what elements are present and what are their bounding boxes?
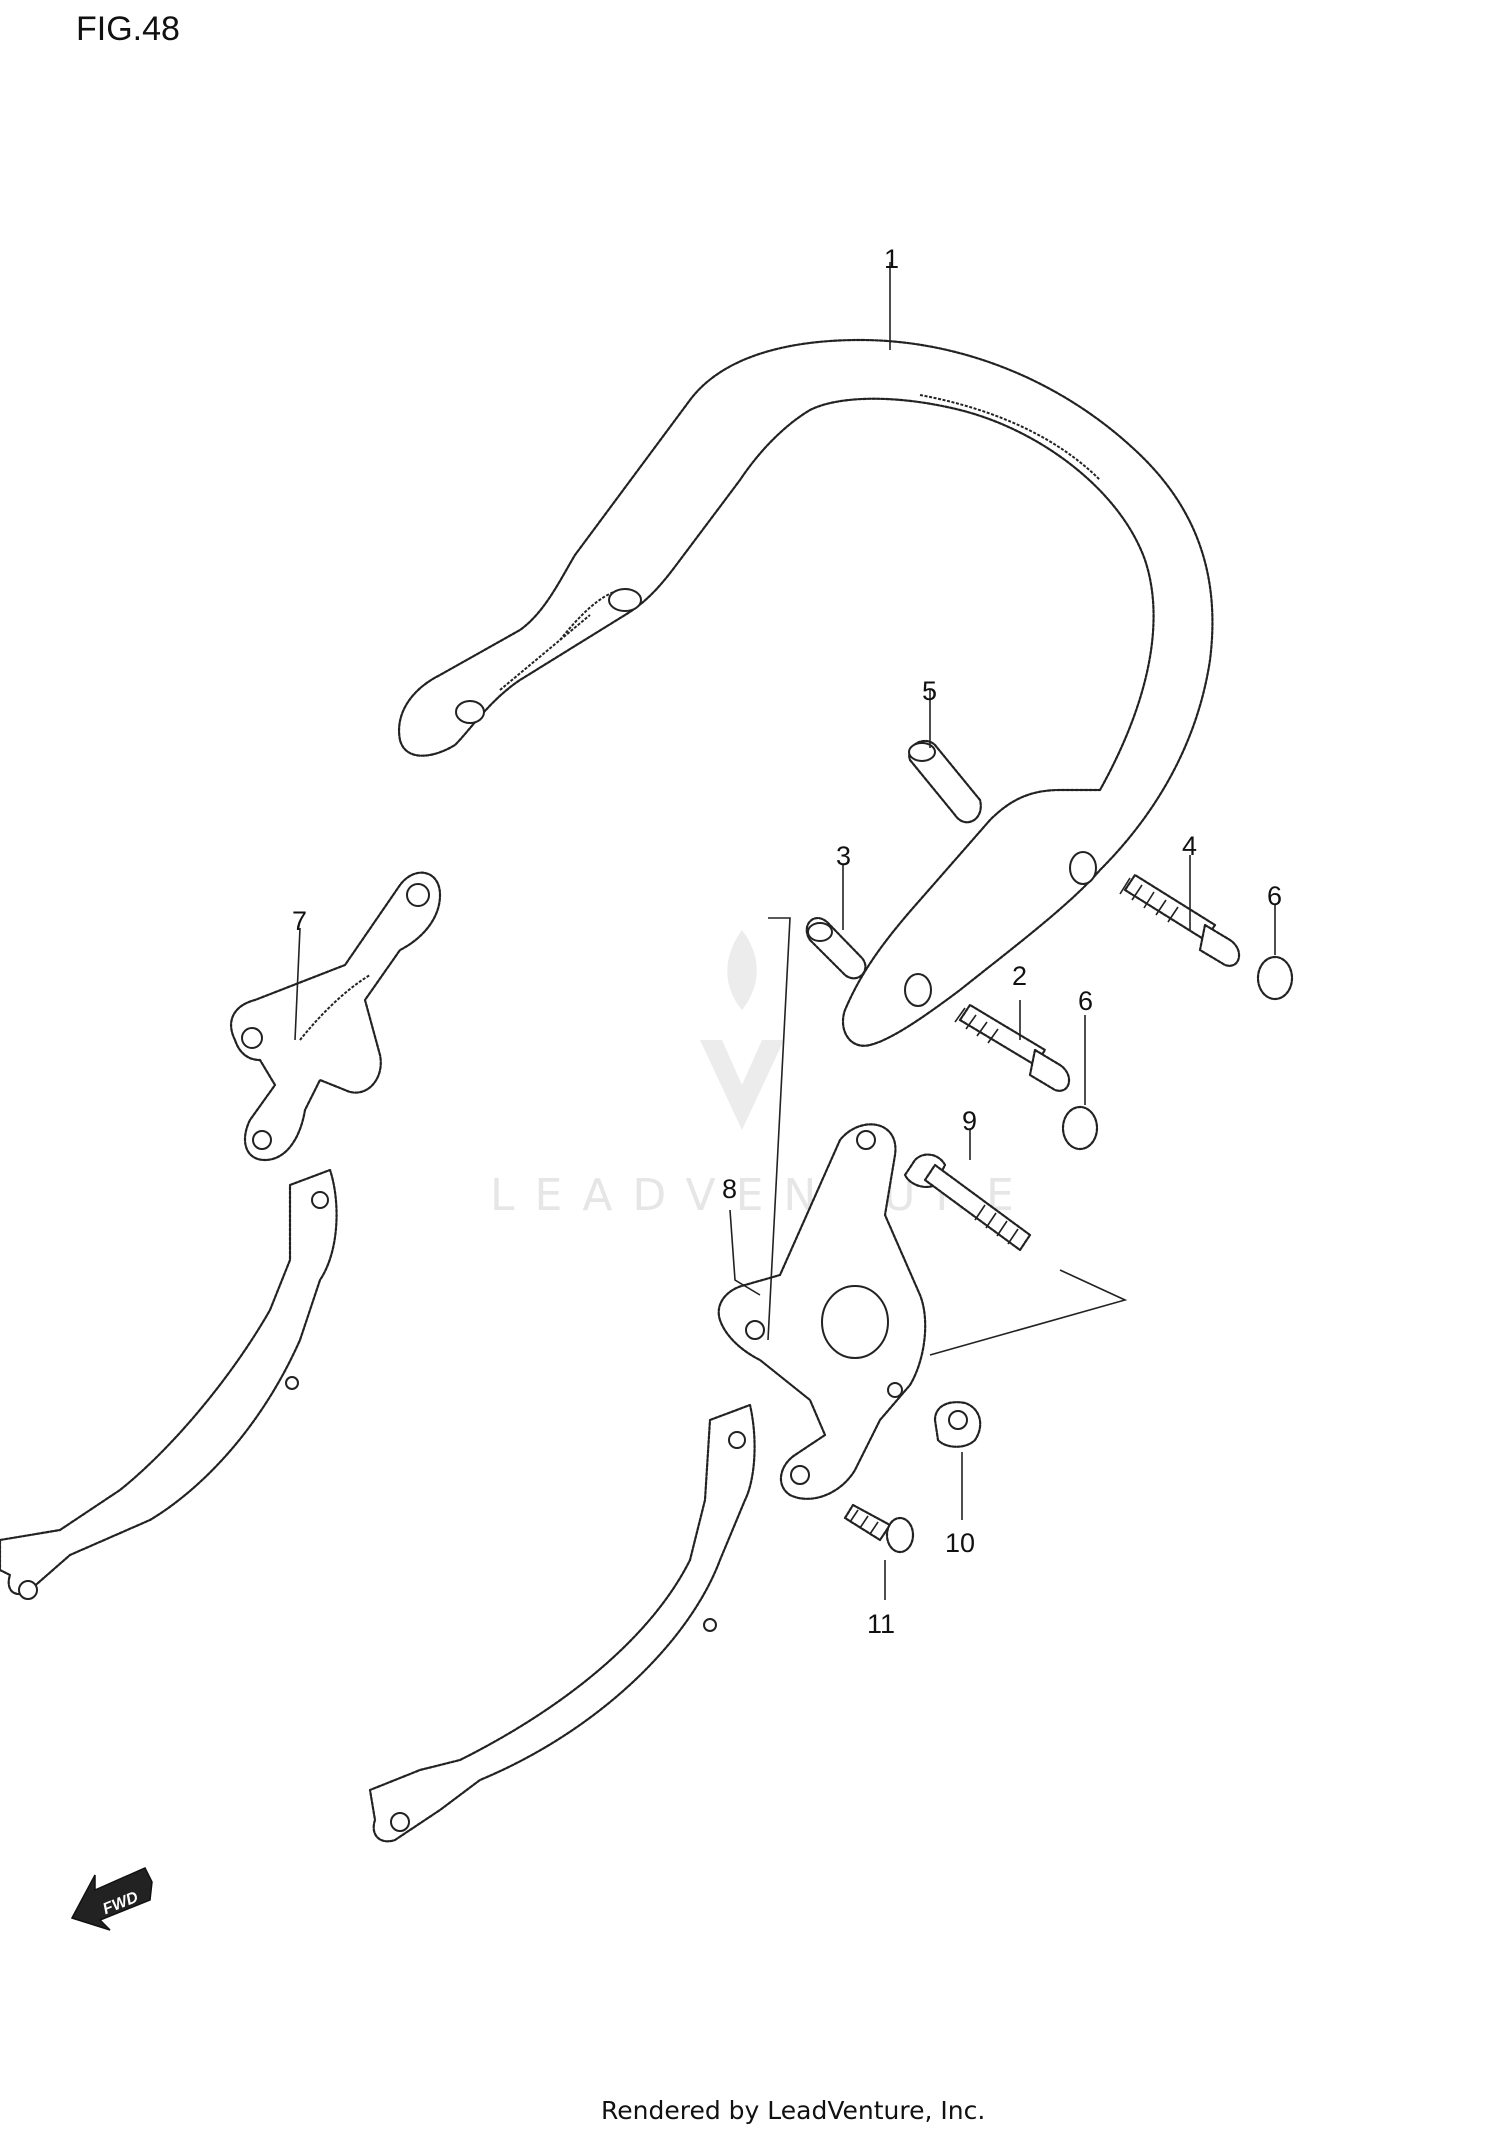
part-5-collar bbox=[908, 739, 982, 824]
part-4-bolt bbox=[1119, 873, 1241, 967]
callout-1: 1 bbox=[884, 244, 899, 274]
callout-6: 6 bbox=[1267, 881, 1282, 911]
fwd-arrow-icon: FWD bbox=[70, 1867, 153, 1931]
leadventure-logo-icon bbox=[700, 930, 784, 1130]
footer-credit: Rendered by LeadVenture, Inc. bbox=[601, 2096, 985, 2125]
figure-title: FIG.48 bbox=[76, 10, 180, 48]
part-11-screw bbox=[843, 1503, 915, 1554]
callout-3: 3 bbox=[836, 841, 851, 871]
mount-hole bbox=[1069, 851, 1097, 885]
mount-hole bbox=[904, 973, 932, 1007]
part-10-nut bbox=[933, 1401, 982, 1448]
callout-9: 9 bbox=[962, 1106, 977, 1136]
part-6-cap bbox=[1256, 955, 1294, 1001]
callout-4: 4 bbox=[1182, 831, 1197, 861]
part-1-grab-rail bbox=[397, 338, 1214, 1047]
callout-8: 8 bbox=[722, 1174, 737, 1204]
watermark: LEADVENTURE bbox=[490, 930, 1014, 1221]
part-9-bolt bbox=[903, 1153, 1032, 1252]
right-stay bbox=[368, 1403, 756, 1843]
mount-hole bbox=[455, 700, 485, 724]
part-2-bolt bbox=[954, 1003, 1071, 1092]
callout-6: 6 bbox=[1078, 986, 1093, 1016]
part-8-bracket bbox=[717, 1123, 927, 1500]
callout-7: 7 bbox=[292, 906, 307, 936]
left-stay bbox=[0, 1168, 338, 1600]
callout-2: 2 bbox=[1012, 961, 1027, 991]
callout-5: 5 bbox=[922, 676, 937, 706]
part-6-cap bbox=[1061, 1105, 1099, 1151]
leader-lines bbox=[294, 262, 1276, 1600]
callout-11: 11 bbox=[867, 1609, 895, 1639]
mount-hole bbox=[608, 588, 642, 612]
part-3-collar bbox=[805, 916, 867, 980]
part-7-bracket bbox=[229, 871, 442, 1162]
callout-10: 10 bbox=[945, 1528, 975, 1558]
